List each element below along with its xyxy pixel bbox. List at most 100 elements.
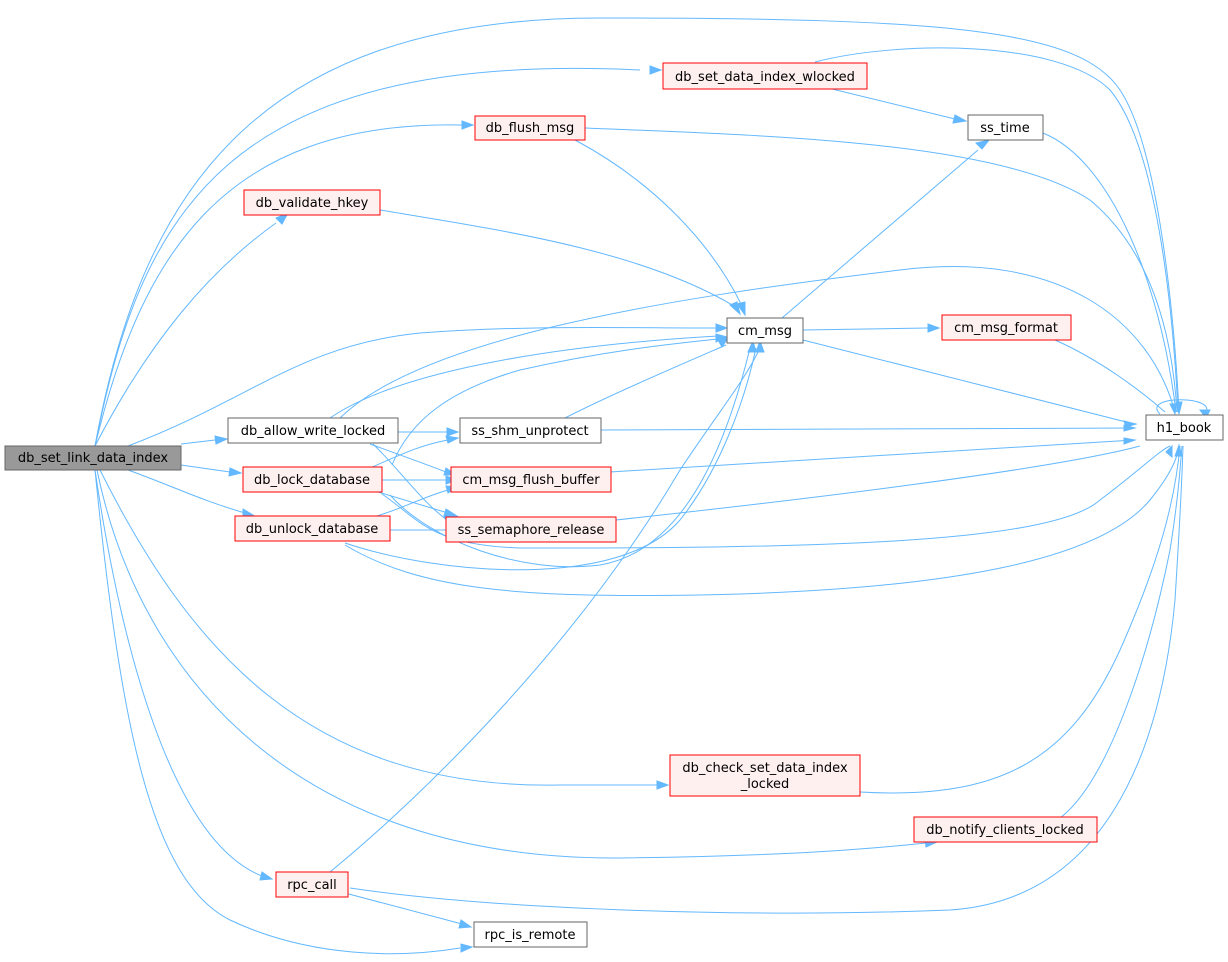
- node-label: cm_msg_format: [954, 321, 1058, 336]
- arrow-h1-book-left-3: [1123, 437, 1137, 445]
- edge-rpc-call-h1-book: [349, 445, 1184, 914]
- edge-cm-msg-cm-msg-format: [802, 327, 929, 331]
- edge-unlock-db-h1-book: [344, 445, 1180, 597]
- edge-ss-shm-unprotect-cm-msg: [564, 344, 727, 419]
- arrow-cm-msg-top-2: [729, 301, 741, 316]
- edge-validate-hkey-cm-msg: [379, 209, 735, 307]
- edge-cm-msg-format-h1-book: [1054, 339, 1166, 413]
- edge-cm-msg-ss-time: [781, 149, 979, 319]
- node-ss-semaphore-release[interactable]: ss_semaphore_release: [445, 516, 617, 543]
- node-db-set-link-data-index[interactable]: db_set_link_data_index: [4, 445, 182, 471]
- edge-wlocked-ss-time: [827, 87, 956, 120]
- node-cm-msg-flush-buffer[interactable]: cm_msg_flush_buffer: [450, 466, 612, 493]
- edge-root-db-flush-msg: [94, 124, 463, 447]
- edge-root-db-allow-write-locked: [180, 439, 216, 445]
- node-db-set-data-index-wlocked[interactable]: db_set_data_index_wlocked: [662, 62, 868, 90]
- edge-ss-semaphore-release-h1-book: [615, 445, 1141, 521]
- edge-root-db-validate-hkey: [94, 222, 277, 447]
- edge-allow-write-ss-semaphore-release: [372, 443, 448, 521]
- edge-cm-msg-h1-book: [802, 339, 1135, 425]
- edge-notify-clients-h1-book: [1059, 445, 1183, 819]
- node-cm-msg[interactable]: cm_msg: [726, 317, 804, 344]
- edge-unlock-db-cm-msg: [344, 347, 757, 571]
- node-label: rpc_is_remote: [485, 928, 576, 943]
- edge-root-h1-book-top: [94, 17, 1180, 447]
- edge-rpc-call-rpc-is-remote: [344, 892, 463, 925]
- edge-check-set-h1-book: [859, 445, 1181, 794]
- edge-allow-write-cm-msg-flush-buffer: [369, 443, 447, 473]
- edge-lock-db-cm-msg: [391, 338, 719, 466]
- edge-flush-msg-h1-book: [584, 127, 1178, 413]
- node-label: db_validate_hkey: [256, 196, 369, 211]
- arrow-rpc-call: [259, 871, 274, 881]
- node-rpc-is-remote[interactable]: rpc_is_remote: [473, 921, 588, 948]
- arrow-cm-msg-format: [927, 323, 941, 333]
- arrow-db-set-data-index-wlocked: [649, 65, 663, 75]
- edge-allow-write-cm-msg-a: [329, 335, 719, 419]
- edge-lock-db-cm-msg-lower: [389, 347, 751, 568]
- node-h1-book[interactable]: h1_book: [1145, 414, 1224, 441]
- node-label: ss_shm_unprotect: [471, 424, 588, 439]
- arrow-h1-book-top-1: [1175, 401, 1183, 415]
- edge-root-db-check-set-data-index-locked: [99, 469, 657, 786]
- node-label: db_flush_msg: [486, 121, 575, 136]
- node-cm-msg-format[interactable]: cm_msg_format: [941, 314, 1072, 341]
- node-ss-time[interactable]: ss_time: [967, 114, 1044, 141]
- arrow-cm-msg-left-3: [717, 337, 730, 348]
- arrow-rpc-is-remote-1: [460, 943, 474, 953]
- edge-root-db-unlock-database: [127, 469, 246, 514]
- node-db-notify-clients-locked[interactable]: db_notify_clients_locked: [913, 816, 1098, 843]
- edge-allow-write-cm-msg-b: [339, 266, 1176, 419]
- edge-root-rpc-is-remote: [94, 469, 461, 955]
- edge-ss-shm-unprotect-h1-book: [600, 427, 1135, 431]
- arrow-h1-book-bottom-1: [1174, 443, 1183, 457]
- arrow-ss-shm-unprotect-2: [445, 435, 460, 444]
- node-label: h1_book: [1157, 421, 1212, 436]
- arrow-db-allow-write-locked: [214, 435, 229, 445]
- edges: [94, 17, 1208, 955]
- arrow-cm-msg-left-1: [715, 323, 729, 333]
- node-label: db_notify_clients_locked: [926, 823, 1083, 838]
- edge-flush-msg-cm-msg: [574, 139, 743, 307]
- arrow-ss-time-from-wlocked: [952, 114, 968, 124]
- edge-rpc-call-cm-msg: [329, 347, 761, 873]
- node-db-lock-database[interactable]: db_lock_database: [242, 466, 383, 493]
- node-rpc-call[interactable]: rpc_call: [275, 871, 349, 898]
- node-label: ss_semaphore_release: [458, 523, 605, 538]
- node-label-line-1: db_check_set_data_index: [682, 761, 848, 776]
- edge-cm-msg-flush-buffer-h1-book: [609, 439, 1135, 473]
- arrow-cm-msg-bottom-1: [747, 339, 757, 353]
- edge-h1-book-self-loop: [1156, 399, 1208, 415]
- arrow-ss-semaphore-release-2: [443, 508, 459, 517]
- arrow-ss-shm-unprotect-1: [446, 427, 460, 437]
- edge-lock-db-ss-shm-unprotect: [369, 439, 449, 469]
- node-db-check-set-data-index-locked[interactable]: db_check_set_data_index _locked: [669, 754, 861, 797]
- arrow-h1-book-top-2: [1169, 403, 1177, 416]
- arrow-ss-time-from-cm-msg: [975, 139, 991, 150]
- node-label: cm_msg_flush_buffer: [462, 473, 600, 488]
- node-label: db_unlock_database: [246, 522, 379, 537]
- node-db-unlock-database[interactable]: db_unlock_database: [234, 515, 391, 542]
- edge-root-db-notify-clients-locked: [96, 469, 927, 859]
- node-label: cm_msg: [738, 324, 792, 339]
- node-ss-shm-unprotect[interactable]: ss_shm_unprotect: [459, 417, 602, 444]
- node-db-validate-hkey[interactable]: db_validate_hkey: [243, 189, 381, 216]
- arrow-db-lock-database: [228, 467, 243, 477]
- node-label: db_lock_database: [254, 473, 370, 488]
- node-label: rpc_call: [287, 878, 337, 893]
- arrow-cm-msg-bottom-2: [755, 339, 765, 353]
- node-db-flush-msg[interactable]: db_flush_msg: [474, 115, 586, 141]
- arrow-h1-book-self: [1199, 409, 1211, 419]
- edge-ss-time-h1-book: [1042, 132, 1177, 413]
- node-label: db_allow_write_locked: [241, 424, 386, 439]
- node-db-allow-write-locked[interactable]: db_allow_write_locked: [227, 417, 399, 444]
- arrow-db-check-set-data-index-locked: [656, 780, 670, 790]
- node-label: db_set_data_index_wlocked: [675, 70, 855, 85]
- edge-root-db-set-data-index-wlocked: [94, 68, 641, 447]
- edge-root-rpc-call: [94, 469, 263, 877]
- node-label: ss_time: [980, 121, 1029, 136]
- arrow-db-flush-msg: [461, 120, 475, 130]
- edge-root-db-lock-database: [180, 464, 231, 473]
- arrow-h1-book-left-2: [1123, 424, 1137, 432]
